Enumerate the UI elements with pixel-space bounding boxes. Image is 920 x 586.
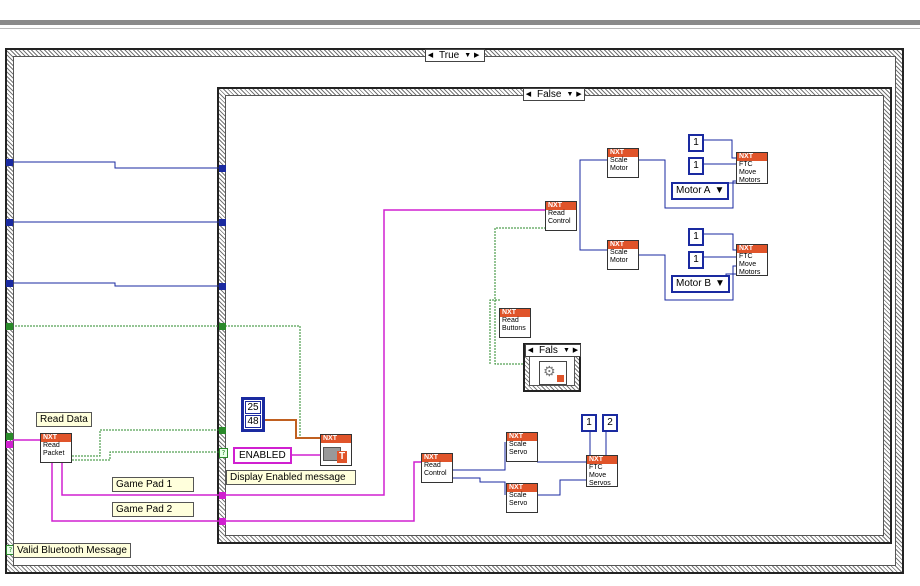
blue-wire xyxy=(636,254,738,301)
blue-wire xyxy=(453,442,506,471)
blue-tunnel xyxy=(219,283,226,290)
increment-arrow-icon[interactable]: ▶ xyxy=(576,91,582,98)
array-element[interactable]: 48 xyxy=(245,415,261,428)
green-tunnel xyxy=(219,323,226,330)
numeric-constant[interactable]: 1 xyxy=(688,157,704,175)
small-case-selector[interactable]: ◀ Fals ▼ ▶ xyxy=(525,344,581,357)
inner-case-selector[interactable]: ◀ False ▼ ▶ xyxy=(523,88,585,101)
boolean-tunnel-icon: ? xyxy=(219,448,228,458)
dropdown-arrow-icon[interactable]: ▼ xyxy=(714,185,725,196)
increment-arrow-icon[interactable]: ▶ xyxy=(474,52,480,59)
blue-tunnel xyxy=(6,280,13,287)
inner-case-label: False xyxy=(537,89,562,100)
pink-tunnel xyxy=(6,441,13,448)
pink-wire xyxy=(222,209,546,496)
outer-case-selector[interactable]: ◀ True ▼ ▶ xyxy=(425,49,485,62)
blue-wire xyxy=(453,477,506,495)
green-wire xyxy=(72,451,222,461)
orange-wire xyxy=(264,419,322,439)
increment-arrow-icon[interactable]: ▶ xyxy=(572,347,579,354)
pink-wire xyxy=(51,462,222,522)
dropdown-arrow-icon[interactable]: ▼ xyxy=(464,52,472,59)
decrement-arrow-icon[interactable]: ◀ xyxy=(525,91,532,98)
blue-tunnel xyxy=(219,219,226,226)
window-toolbar xyxy=(0,0,920,29)
blue-tunnel xyxy=(6,219,13,226)
valid-bluetooth-label: Valid Bluetooth Message xyxy=(13,543,131,558)
dropdown-arrow-icon[interactable]: ▼ xyxy=(566,91,574,98)
array-element[interactable]: 25 xyxy=(245,401,261,414)
blue-tunnel xyxy=(219,165,226,172)
gear-icon: ⚙ xyxy=(539,361,567,385)
blue-wire xyxy=(703,139,738,159)
green-wire xyxy=(72,429,222,457)
outer-case-label: True xyxy=(439,50,460,61)
dropdown-arrow-icon[interactable]: ▼ xyxy=(715,278,725,289)
array-constant[interactable]: 25 48 xyxy=(241,397,265,432)
display-text-icon: T xyxy=(321,443,351,465)
blue-wire xyxy=(12,161,222,169)
motor-b-enum[interactable]: Motor B▼ xyxy=(671,275,730,293)
pink-tunnel xyxy=(219,518,226,525)
blue-wire xyxy=(579,159,607,226)
blue-tunnel xyxy=(6,159,13,166)
display-text-vi[interactable]: NXT T xyxy=(320,434,352,466)
green-tunnel xyxy=(6,323,13,330)
pink-wire xyxy=(222,461,421,522)
toolbar-divider xyxy=(0,20,920,25)
blue-wire xyxy=(636,159,738,209)
green-wire xyxy=(489,299,500,364)
green-tunnel xyxy=(6,433,13,440)
display-enabled-label: Display Enabled message xyxy=(226,470,356,485)
numeric-constant[interactable]: 1 xyxy=(581,414,597,432)
decrement-arrow-icon[interactable]: ◀ xyxy=(427,52,434,59)
pink-wire xyxy=(61,462,222,496)
numeric-constant[interactable]: 2 xyxy=(602,414,618,432)
pink-tunnel xyxy=(219,492,226,499)
blue-wire xyxy=(703,233,738,251)
read-data-label: Read Data xyxy=(36,412,92,427)
decrement-arrow-icon[interactable]: ◀ xyxy=(527,347,534,354)
blue-wire xyxy=(579,226,607,251)
numeric-constant[interactable]: 1 xyxy=(688,228,704,246)
small-case-label: Fals xyxy=(539,345,558,356)
game-pad-2-label: Game Pad 2 xyxy=(112,502,194,517)
enabled-string-constant[interactable]: ENABLED xyxy=(233,447,292,464)
green-wire xyxy=(12,325,301,438)
green-wire xyxy=(494,227,546,365)
dropdown-arrow-icon[interactable]: ▼ xyxy=(562,347,570,354)
blue-wire xyxy=(12,282,222,287)
numeric-constant[interactable]: 1 xyxy=(688,134,704,152)
blue-wire xyxy=(537,479,588,496)
motor-a-enum[interactable]: Motor A▼ xyxy=(671,182,730,200)
green-tunnel xyxy=(219,427,226,434)
numeric-constant[interactable]: 1 xyxy=(688,251,704,269)
game-pad-1-label: Game Pad 1 xyxy=(112,477,194,492)
